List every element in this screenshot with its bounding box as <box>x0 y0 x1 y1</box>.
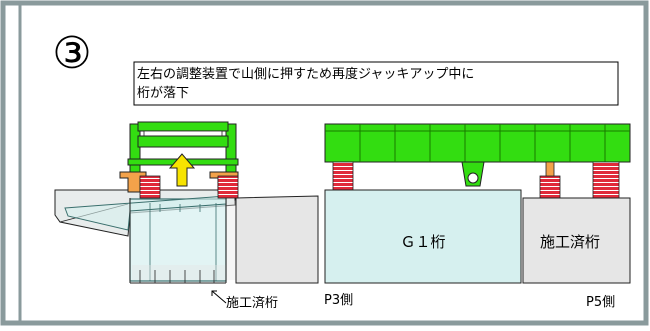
g1-girder-label: Ｇ１桁 <box>400 233 445 251</box>
g1-girder-block <box>324 189 522 284</box>
top-flange-ticks <box>159 204 201 212</box>
caption-line-1: 左右の調整装置で山側に押すため再度ジャッキアップ中に <box>137 66 474 82</box>
jack-p3 <box>332 161 354 191</box>
caption-line-2: 桁が落下 <box>137 86 189 101</box>
jack-mid <box>539 175 561 199</box>
bottom-flange-ticks <box>139 270 215 284</box>
hinge-pin-icon <box>467 172 479 184</box>
lift-frame-top-beam <box>137 121 229 132</box>
lift-frame-plate <box>143 130 223 137</box>
p3-side-label: P3側 <box>324 293 353 308</box>
finished-girder-right-block <box>522 197 631 284</box>
p5-side-label: P5側 <box>586 295 615 310</box>
finished-girder-right-label: 施工済桁 <box>540 233 600 251</box>
main-girder <box>324 123 631 163</box>
finished-left-pointer <box>211 290 227 304</box>
falling-girder-section <box>129 198 227 282</box>
lift-arrow-icon <box>168 153 196 187</box>
finished-girder-left-label: 施工済桁 <box>226 295 278 311</box>
jack-p5 <box>592 161 620 199</box>
jack-right <box>217 175 239 199</box>
step-number: ③ <box>52 28 91 79</box>
caption-box <box>133 61 619 106</box>
lift-frame-cross-beam <box>137 135 229 148</box>
pointer-arrowhead <box>211 290 217 296</box>
main-girder-ribs <box>325 124 630 162</box>
jack-mid-spacer <box>545 161 555 177</box>
left-pier <box>235 195 319 284</box>
jack-left <box>139 175 161 199</box>
